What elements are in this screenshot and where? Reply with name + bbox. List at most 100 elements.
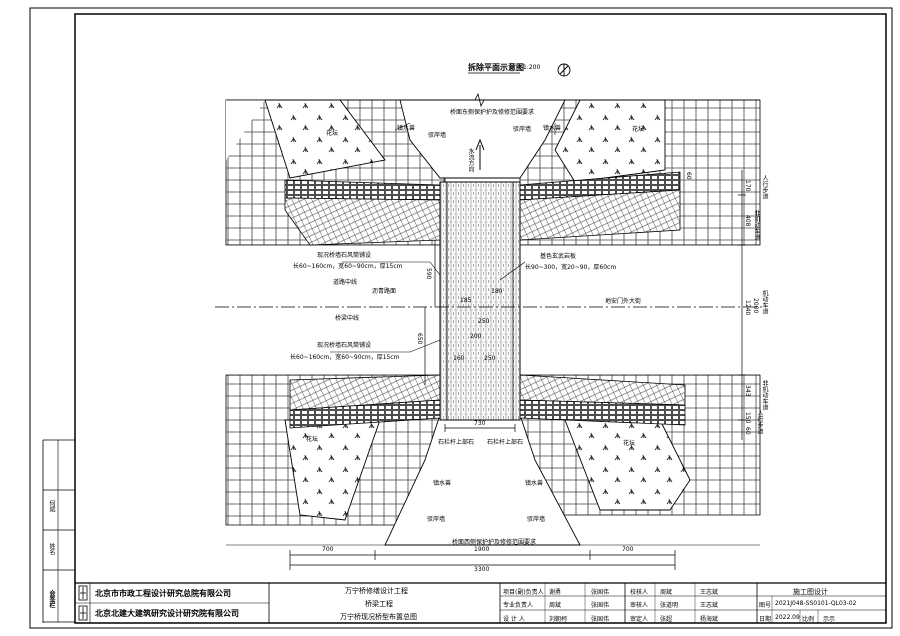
tb-r3-c: 张国伟 (591, 616, 610, 623)
label-wall-3: 驳岸墙 (427, 516, 446, 523)
label-drain-3: 镇水兽 (433, 480, 452, 487)
dim-right-170: 170 (744, 180, 751, 192)
tb-r2-d: 审核人 (630, 602, 649, 609)
dimension-bridge-width (444, 424, 516, 432)
north-arrow-icon (557, 63, 571, 77)
bridge-deck (439, 181, 521, 421)
dim-slope-6: 250 (484, 355, 496, 362)
leader-lines (330, 122, 556, 353)
dim-bridge-width: 730 (474, 420, 486, 427)
tb-r3-d: 审定人 (630, 616, 649, 623)
label-right-5: 人行步道 (756, 410, 763, 434)
label-water-flow: 水流方向 (467, 148, 474, 172)
label-stone-lower: 现况桥墙石风筒铺设 (317, 342, 372, 349)
label-right-3: 机动车道 (761, 290, 768, 314)
dimension-right-vertical (738, 170, 746, 440)
label-garden-3: 花坛 (306, 436, 319, 443)
dim-right-1240: 1240 (744, 300, 751, 316)
stone-slope-upper-left (284, 197, 441, 246)
label-stone-lower-dim: 长60~160cm，宽60~90cm，厚15cm (290, 354, 400, 361)
side-sign-strip (42, 439, 75, 623)
side-label-2: 姓名 (48, 543, 55, 555)
tb-r3-e: 张超 (660, 616, 673, 623)
dim-right-60b: 60 (744, 427, 751, 435)
tb-r1-e: 周斌 (660, 589, 673, 596)
project-name-1: 万宁桥修缮设计工程 (345, 587, 408, 595)
dim-slope-4: 200 (470, 333, 482, 340)
company-logo-1 (78, 585, 88, 601)
label-garden-4: 花坛 (623, 440, 636, 447)
project-name-3: 万宁桥现况桥型布置总图 (340, 613, 417, 621)
tb-scale-label: 比例 (802, 616, 815, 623)
tb-r1-d: 校核人 (630, 589, 649, 596)
label-stone-upper-dim: 长60~160cm，宽60~90cm，厚15cm (293, 263, 403, 270)
label-right-4: 非机动车道 (761, 380, 768, 410)
dim-slope-5: 160 (453, 355, 465, 362)
dim-slope-2: 185 (460, 297, 472, 304)
tb-date-label: 日期 (759, 616, 772, 623)
label-top-edge: 桥面东侧保护护及修修范围要求 (450, 109, 535, 116)
dim-right-150: 150 (744, 412, 751, 424)
label-wall-1: 驳岸墙 (428, 132, 447, 139)
label-flagstone: 基色玄武岩板 (540, 253, 577, 260)
tb-r3-f: 杨海斌 (700, 616, 719, 623)
tb-r2-b: 周斌 (549, 602, 562, 609)
label-rail-1: 石栏杆上部石 (438, 439, 475, 446)
dim-right-60a: 60 (685, 172, 692, 180)
side-label-3: 会签栏 (48, 590, 55, 608)
dim-right-2000: 2000 (752, 298, 759, 314)
company-name-2: 北京北建大建筑研究设计研究院有限公司 (95, 609, 239, 618)
flow-arrow (475, 138, 485, 170)
project-name-2: 桥梁工程 (365, 600, 393, 608)
dim-right-408: 408 (744, 215, 751, 227)
label-road-name: 地安门外大街 (605, 298, 642, 305)
tb-r1-a: 项目(副)负责人 (503, 589, 544, 596)
label-wall-2: 驳岸墙 (513, 126, 532, 133)
tb-r1-b: 谢勇 (549, 589, 562, 596)
label-drain-4: 镇水兽 (525, 480, 544, 487)
dim-left-upper: 590 (425, 268, 432, 280)
label-asphalt: 沥青路面 (372, 288, 397, 295)
dim-bottom-left: 700 (322, 546, 334, 553)
title-block-frame (75, 582, 886, 623)
label-rail-2: 石栏杆上部石 (487, 439, 524, 446)
tb-stage: 施工图设计 (793, 588, 828, 596)
tb-r1-c: 张国伟 (591, 589, 610, 596)
tb-r1-f: 王志斌 (700, 589, 719, 596)
break-line-top (226, 92, 760, 108)
label-drain-2: 镇水兽 (543, 125, 562, 132)
company-logo-2 (78, 605, 88, 621)
tb-r2-c: 张国伟 (591, 602, 610, 609)
dim-slope-3: 250 (478, 318, 490, 325)
dim-bottom-mid: 1900 (474, 546, 490, 553)
dim-left-lower: 650 (416, 333, 423, 345)
side-label-1: 何斌 (48, 500, 55, 512)
tb-drawing-no-label: 图号 (759, 602, 772, 609)
tb-drawing-no: 2021J048-SS0101-QL03-02 (775, 600, 857, 607)
drawing-scale: 1:200 (523, 64, 541, 71)
tb-r2-a: 专业负责人 (503, 602, 534, 609)
dimension-bottom (289, 550, 676, 570)
label-bridge-center: 桥梁中线 (335, 315, 360, 322)
dim-bottom-total: 3300 (474, 566, 490, 573)
company-name-1: 北京市市政工程设计研究总院有限公司 (95, 589, 231, 598)
label-road-center: 道路中线 (333, 279, 358, 286)
label-stone-upper: 现况桥墙石风筒铺设 (317, 252, 372, 259)
tb-scale: 示示 (823, 616, 836, 623)
dim-right-343: 343 (744, 385, 751, 397)
label-garden-2: 花坛 (632, 126, 645, 133)
tb-r3-b: 刘朝柯 (549, 616, 568, 623)
tb-r2-f: 王志斌 (700, 602, 719, 609)
dim-bottom-right: 700 (622, 546, 634, 553)
tb-r3-a: 设 计 人 (503, 616, 525, 623)
label-right-2: 人行步道 (761, 175, 768, 199)
tb-date: 2022.09 (775, 614, 800, 621)
label-wall-4: 驳岸墙 (527, 516, 546, 523)
dim-slope-1: 180 (491, 288, 503, 295)
label-right-1: 非机动车道 (753, 210, 760, 240)
tb-r2-e: 张道明 (660, 602, 679, 609)
drawing-title: 拆除平面示意图 (468, 63, 524, 72)
label-flagstone-dim: 长90~300，宽20~90，厚60cm (525, 264, 617, 271)
label-garden-1: 花坛 (326, 130, 339, 137)
